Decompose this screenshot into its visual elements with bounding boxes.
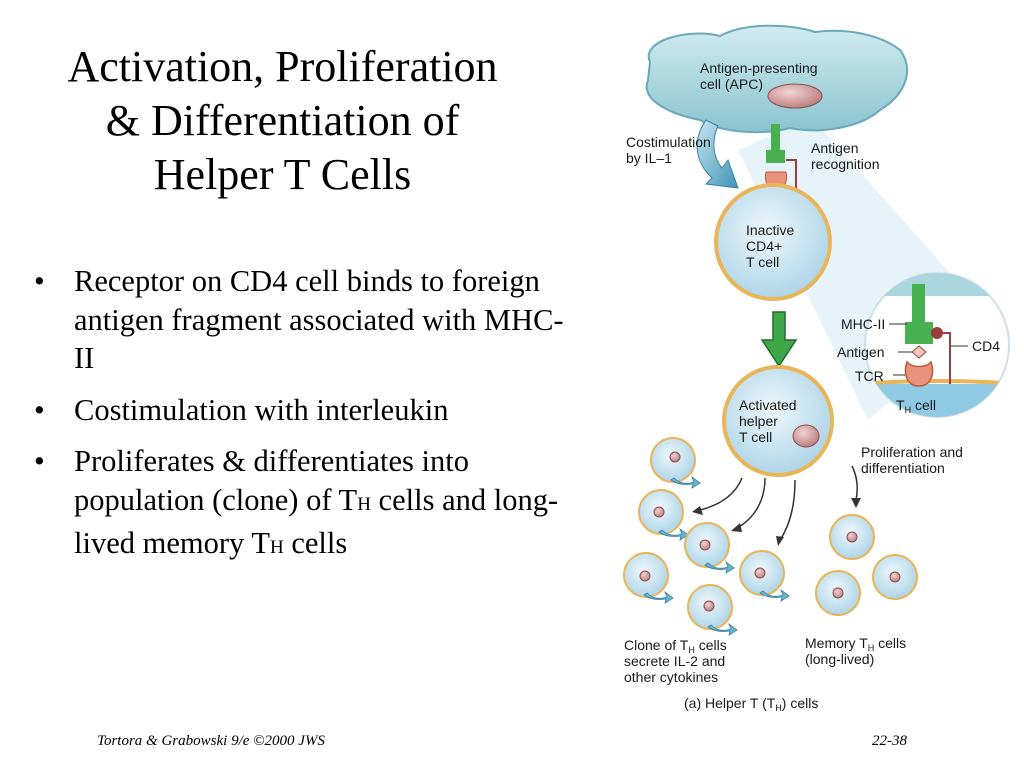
label-activated-2: helper bbox=[739, 413, 778, 429]
label-inactive-1: Inactive bbox=[746, 222, 794, 238]
label-inactive-3: T cell bbox=[746, 254, 779, 270]
label-clone-1: Clone of TH cells bbox=[624, 637, 727, 655]
slide-title: Activation, Proliferation & Differentiat… bbox=[10, 40, 555, 202]
bullet-list: Receptor on CD4 cell binds to foreign an… bbox=[30, 262, 575, 581]
clone-cell bbox=[623, 552, 674, 604]
bullet-item-costimulation: Costimulation with interleukin bbox=[30, 391, 575, 430]
label-antigen: Antigen bbox=[837, 344, 884, 360]
activated-nucleus bbox=[792, 424, 820, 448]
memory-cell bbox=[872, 554, 918, 600]
label-apc-1: Antigen-presenting bbox=[700, 60, 818, 76]
label-costim-2: by IL–1 bbox=[626, 150, 672, 166]
bullet-item-proliferates: Proliferates & differentiates into popul… bbox=[30, 442, 575, 568]
label-mhc2: MHC-II bbox=[841, 316, 885, 332]
clone-cell bbox=[638, 489, 689, 541]
label-cd4: CD4 bbox=[972, 338, 1000, 354]
memory-cell bbox=[815, 570, 861, 616]
bullet-item-receptor: Receptor on CD4 cell binds to foreign an… bbox=[30, 262, 575, 378]
apc-nucleus bbox=[767, 83, 823, 109]
cd4-small bbox=[786, 159, 797, 194]
mhc2-head bbox=[905, 322, 933, 344]
label-prolif-2: differentiation bbox=[861, 460, 945, 476]
memory-cells bbox=[815, 514, 918, 616]
antigen-shape bbox=[911, 345, 927, 359]
label-costim-1: Costimulation bbox=[626, 134, 711, 150]
clone-cell bbox=[684, 522, 735, 574]
label-clone-2: secrete IL-2 and bbox=[624, 653, 725, 669]
label-memory-2: (long-lived) bbox=[805, 651, 874, 667]
cd4-knob bbox=[931, 327, 943, 339]
clone-cell bbox=[739, 550, 790, 602]
label-memory-1: Memory TH cells bbox=[805, 635, 906, 653]
footer-citation: Tortora & Grabowski 9/e ©2000 JWS bbox=[97, 733, 325, 749]
label-apc-2: cell (APC) bbox=[700, 76, 763, 92]
proliferation-arrowheads bbox=[692, 498, 861, 546]
label-caption: (a) Helper T (TH) cells bbox=[684, 695, 818, 713]
activation-arrow bbox=[760, 311, 798, 368]
slide-number: 22-38 bbox=[872, 733, 907, 749]
proliferation-arrows bbox=[699, 465, 858, 541]
apc-cell bbox=[645, 24, 909, 134]
tcr-shape bbox=[904, 360, 934, 387]
label-inactive-2: CD4+ bbox=[746, 238, 782, 254]
title-line-3: Helper T Cells bbox=[153, 150, 412, 199]
label-antigen-recog-1: Antigen bbox=[811, 140, 858, 156]
mhc2-small-head bbox=[766, 150, 785, 163]
label-tcr: TCR bbox=[855, 368, 884, 384]
mhc2-stem bbox=[912, 284, 925, 324]
clone-cell bbox=[650, 437, 701, 489]
title-line-2: & Differentiation of bbox=[105, 96, 460, 145]
clone-cells bbox=[623, 437, 790, 636]
label-th-cell: TH cell bbox=[896, 397, 936, 415]
clone-cell bbox=[687, 584, 738, 636]
inactive-t-cell bbox=[714, 183, 832, 301]
label-antigen-recog-2: recognition bbox=[811, 156, 880, 172]
memory-cell bbox=[829, 514, 875, 560]
label-activated-1: Activated bbox=[739, 397, 797, 413]
activated-t-cell bbox=[722, 365, 834, 477]
label-clone-3: other cytokines bbox=[624, 669, 718, 685]
title-line-1: Activation, Proliferation bbox=[67, 42, 498, 91]
label-prolif-1: Proliferation and bbox=[861, 444, 963, 460]
costimulation-arrow bbox=[696, 119, 739, 189]
label-activated-3: T cell bbox=[739, 429, 772, 445]
mhc2-small bbox=[771, 124, 780, 152]
